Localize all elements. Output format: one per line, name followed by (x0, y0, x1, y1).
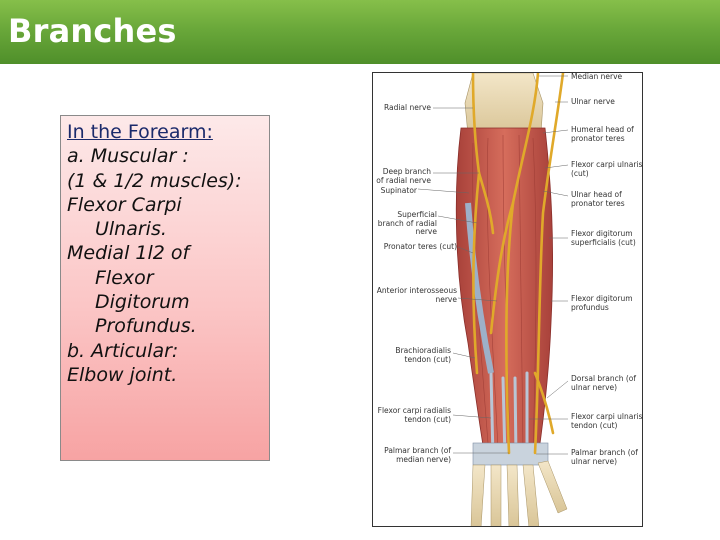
label-flexor-carpi-ulnaris: Flexor carpi ulnaris (cut) (571, 160, 643, 178)
text-heading: In the Forearm: (67, 121, 213, 143)
label-dorsal-branch-ulnar: Dorsal branch (of ulnar nerve) (571, 374, 637, 392)
text-line: (1 & 1/2 muscles): (67, 169, 242, 192)
text-box: In the Forearm: a. Muscular : (1 & 1/2 m… (60, 115, 270, 461)
text-line: Flexor (95, 266, 154, 289)
label-anterior-interosseous-nerve: Anterior interosseous nerve (376, 286, 457, 304)
label-palmar-branch-median: Palmar branch (of median nerve) (384, 446, 451, 464)
label-deep-branch-radial-nerve: Deep branch of radial nerve (376, 167, 431, 185)
text-line: Ulnaris. (95, 218, 167, 241)
text-line: b. Articular: (67, 339, 179, 362)
label-flexor-digitorum-superficialis: Flexor digitorum superficialis (cut) (571, 229, 636, 247)
text-line: a. Muscular : (67, 145, 189, 168)
forearm-illustration (417, 73, 569, 526)
label-median-nerve: Median nerve (571, 72, 623, 81)
label-ulnar-head-pronator-teres: Ulnar head of pronator teres (571, 190, 625, 208)
label-brachioradialis-tendon: Brachioradialis tendon (cut) (395, 346, 451, 364)
text-line: Elbow joint. (67, 363, 178, 386)
text-line: Profundus. (95, 315, 197, 338)
label-radial-nerve: Radial nerve (383, 103, 431, 112)
label-humeral-head-pronator-teres: Humeral head of pronator teres (571, 125, 634, 143)
label-ulnar-nerve: Ulnar nerve (571, 97, 615, 106)
label-superficial-branch-radial-nerve: Superficial branch of radial nerve (377, 210, 437, 236)
text-line: Medial 1l2 of (67, 242, 190, 265)
text-line: Digitorum (95, 291, 190, 314)
label-flexor-digitorum-profundus: Flexor digitorum profundus (571, 294, 633, 312)
slide-title: Branches (8, 12, 177, 50)
title-bar: Branches (0, 0, 720, 64)
anatomy-figure: Radial nerve Deep branch of radial nerve… (372, 72, 643, 527)
label-flexor-carpi-ulnaris-tendon: Flexor carpi ulnaris tendon (cut) (571, 412, 643, 430)
label-pronator-teres: Pronator teres (cut) (383, 242, 457, 251)
label-palmar-branch-ulnar: Palmar branch (of ulnar nerve) (571, 448, 638, 466)
label-supinator: Supinator (380, 186, 417, 195)
text-line: Flexor Carpi (67, 193, 182, 216)
label-flexor-carpi-radialis-tendon: Flexor carpi radialis tendon (cut) (377, 406, 451, 424)
